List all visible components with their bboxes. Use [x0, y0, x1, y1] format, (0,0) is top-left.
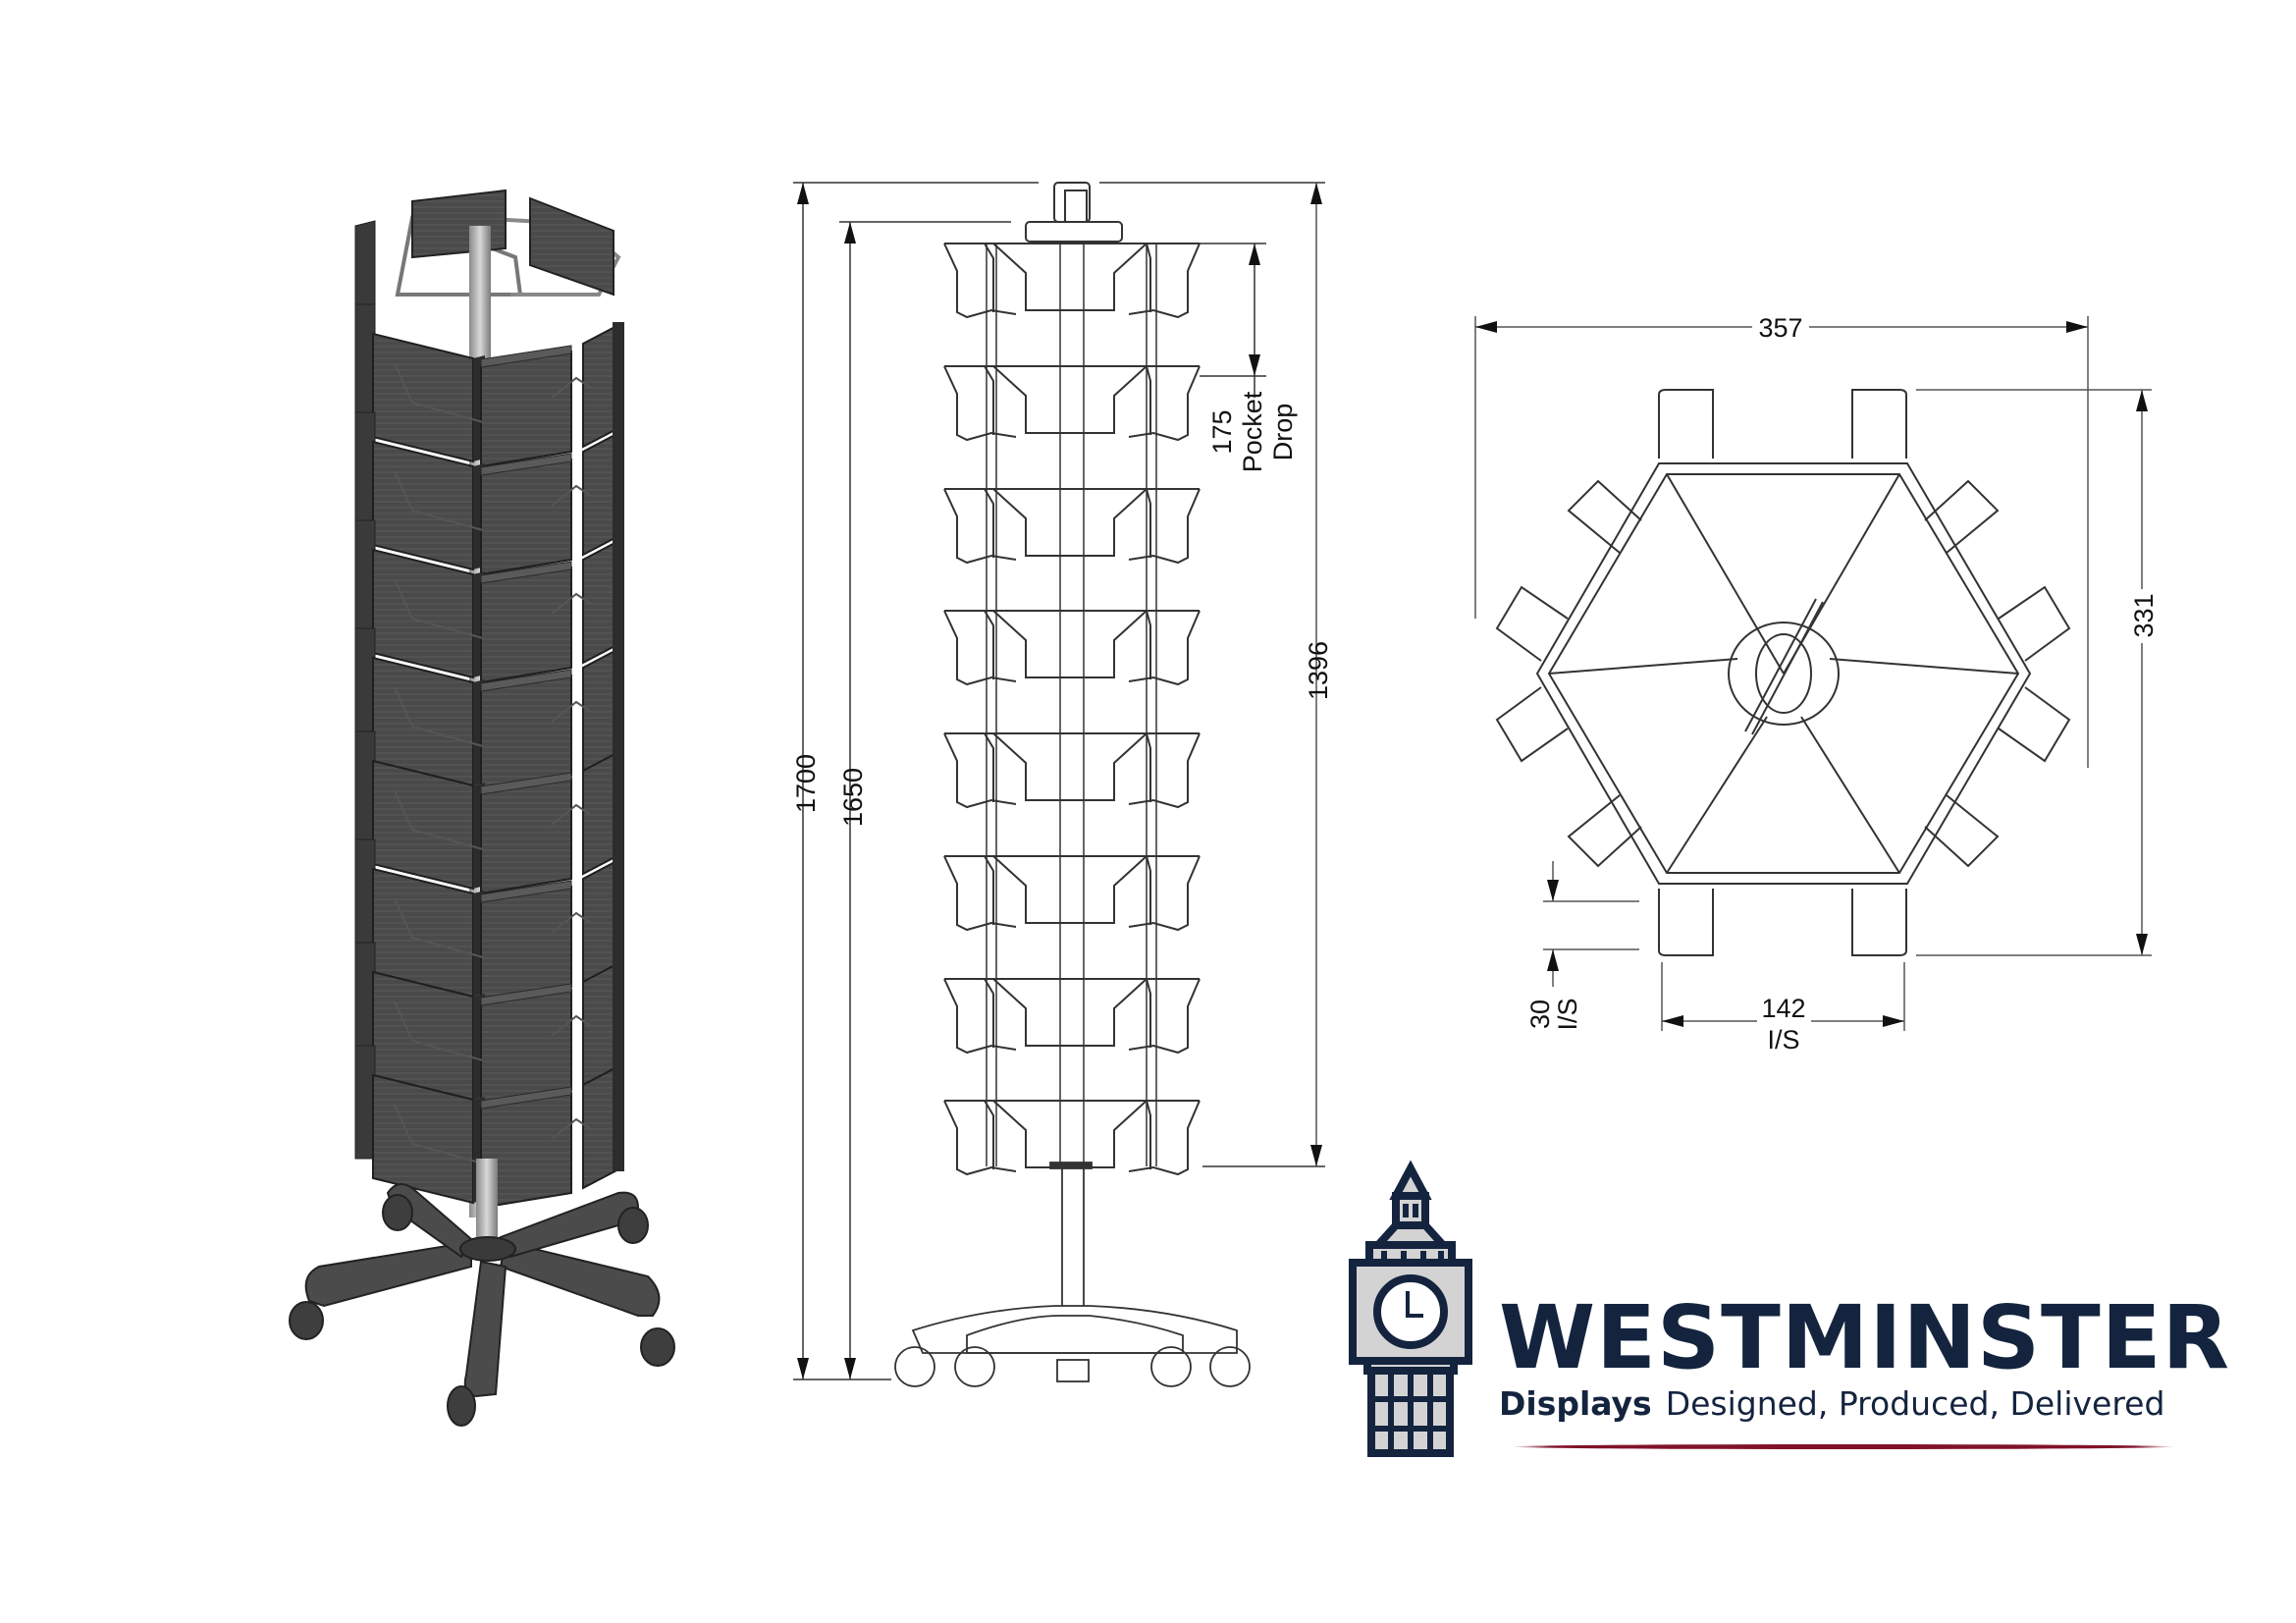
elev-base	[894, 1162, 1251, 1387]
dim-pocket-section	[1202, 183, 1325, 1167]
dim-label-142: 142	[1761, 994, 1805, 1023]
dim-label-142-note: I/S	[1767, 1025, 1799, 1055]
brand-tagline: Designed, Produced, Delivered	[1665, 1384, 2165, 1423]
elev-top-cap	[1025, 182, 1123, 243]
dim-label-30: 30	[1525, 1000, 1555, 1029]
dim-label-30-note: I/S	[1553, 998, 1582, 1030]
dim-label-1650: 1650	[838, 768, 868, 827]
iso-castor-base	[289, 1159, 675, 1427]
dim-label-1396: 1396	[1304, 641, 1333, 700]
dim-width	[1474, 316, 2089, 768]
dim-depth	[1916, 389, 2152, 956]
dim-overall-height	[793, 182, 1325, 1380]
dim-height-to-tier	[839, 221, 1011, 1380]
dim-pocket-depth	[1543, 861, 1639, 987]
plan-hex-frame	[1535, 462, 2032, 885]
dim-label-pocket-drop-line2: Drop	[1268, 404, 1298, 461]
dim-label-331: 331	[2129, 593, 2159, 637]
brand-sub: Displays	[1499, 1384, 1652, 1423]
brand-name: WESTMINSTER	[1499, 1286, 2231, 1388]
dim-pocket-drop	[1200, 243, 1266, 398]
dim-label-pocket-drop-line1: Pocket	[1238, 391, 1267, 472]
dim-label-pocket-drop-value: 175	[1207, 409, 1237, 454]
brand-underline	[1512, 1444, 2174, 1449]
dim-pocket-width	[1661, 962, 1905, 1031]
elev-uprights	[986, 243, 1157, 1166]
dim-label-357: 357	[1758, 313, 1802, 343]
brand-tagline-row: Displays Designed, Produced, Delivered	[1499, 1387, 2164, 1420]
plan-pockets	[1495, 389, 2071, 956]
dim-label-1700: 1700	[791, 754, 821, 813]
